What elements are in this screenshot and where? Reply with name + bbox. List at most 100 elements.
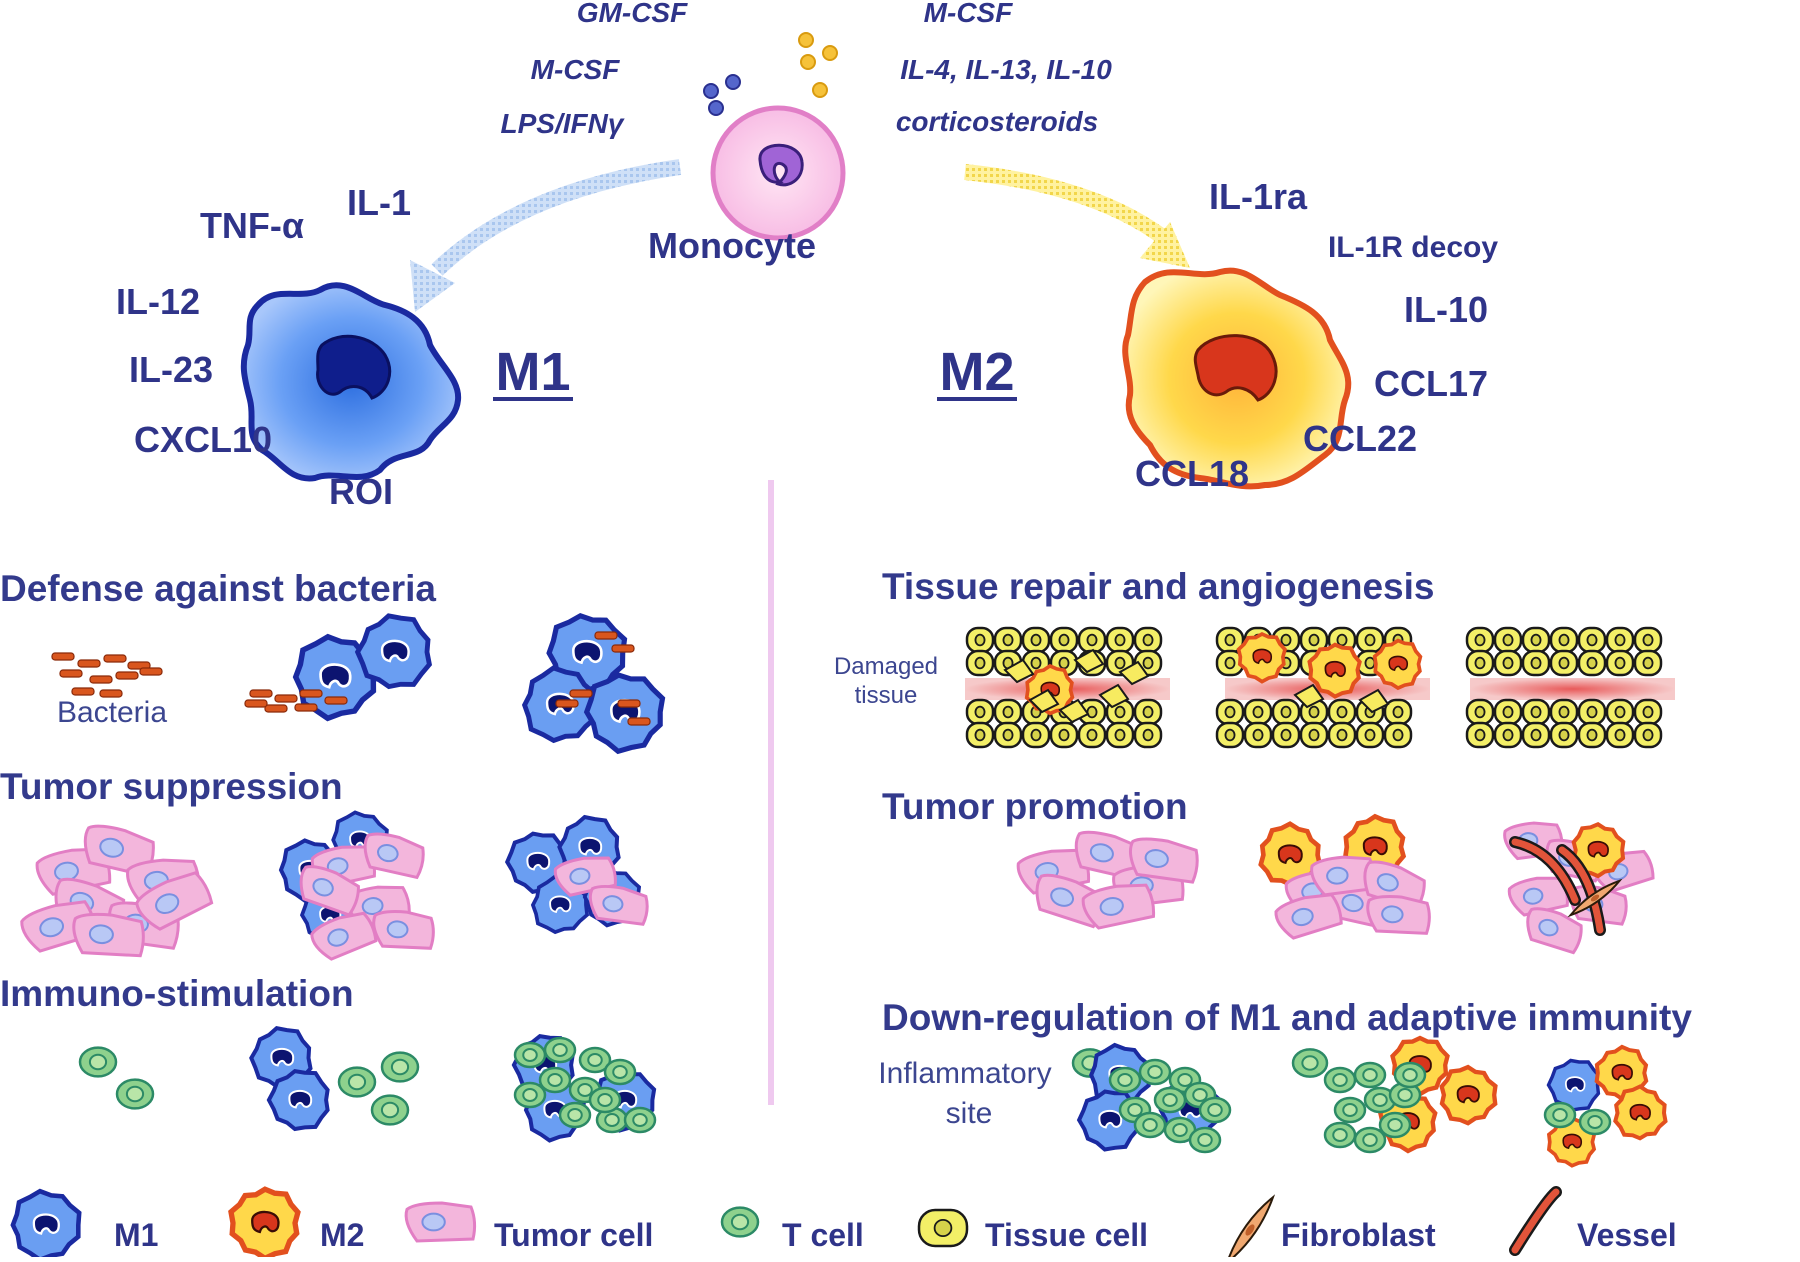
tissue-cell	[993, 721, 1023, 749]
m2-cell	[1307, 642, 1362, 699]
m1-label: M1	[495, 342, 570, 402]
tissue-cell	[1493, 698, 1523, 726]
tissue-cell	[1049, 721, 1079, 749]
tumor-cell	[1366, 894, 1431, 935]
down-regulation-illustrations	[1071, 1035, 1668, 1168]
legend-tumor-cell-icon	[404, 1201, 477, 1243]
bacterium	[115, 671, 139, 680]
t-cell	[1108, 1066, 1142, 1094]
m2-cell	[1613, 1084, 1668, 1141]
m1-cell	[1546, 1058, 1601, 1113]
tissue-cell	[1605, 626, 1635, 654]
m2-label: M2	[939, 342, 1014, 402]
cell-debris	[1003, 658, 1035, 684]
tumor-cell	[299, 865, 360, 917]
bacterium	[324, 696, 348, 705]
tumor-suppression-illustrations	[20, 810, 649, 961]
tissue-cell	[965, 626, 995, 654]
bacterium	[611, 644, 635, 653]
m2-stimulus-3: corticosteroids	[896, 106, 1098, 137]
tumor-cell	[1074, 830, 1144, 882]
inflammatory-site-label-1: Inflammatory	[878, 1057, 1051, 1090]
tumor-cell	[1128, 837, 1199, 884]
legend-t-cell-label: T cell	[782, 1217, 864, 1253]
m2-cell	[1372, 638, 1423, 691]
tumor-cell	[1274, 893, 1343, 940]
tissue-cell	[1243, 698, 1273, 726]
m1-cell	[354, 613, 433, 690]
m1-cell	[583, 672, 666, 755]
bacteria-label: Bacteria	[57, 696, 167, 729]
t-cell	[558, 1101, 592, 1129]
bacterium	[99, 689, 123, 698]
tissue-cell	[1215, 698, 1245, 726]
bacterium	[299, 689, 323, 698]
tissue-cell	[1133, 626, 1163, 654]
tumor-promotion-illustrations	[1016, 813, 1655, 955]
t-cell	[78, 1046, 118, 1078]
t-cell	[1323, 1121, 1357, 1149]
m2-marker-il1ra: IL-1ra	[1209, 176, 1308, 217]
tissue-cell	[1521, 721, 1551, 749]
tissue-cell	[993, 698, 1023, 726]
bacterium	[274, 694, 298, 703]
legend-fibroblast-icon	[1224, 1194, 1276, 1262]
t-cell	[1138, 1058, 1172, 1086]
bacterium	[103, 654, 127, 663]
tumor-cell	[1081, 883, 1156, 930]
tissue-cell	[1605, 698, 1635, 726]
tumor-cell	[363, 832, 425, 880]
tissue-cell	[1633, 626, 1663, 654]
t-cell	[370, 1094, 410, 1126]
tissue-cell	[1493, 721, 1523, 749]
t-cell	[543, 1036, 577, 1064]
m1-stimulus-2: M-CSF	[531, 54, 621, 85]
bacterium	[294, 703, 318, 712]
t-cell	[1188, 1126, 1222, 1154]
bacterium	[77, 659, 101, 668]
tissue-cell	[1327, 721, 1357, 749]
t-cell	[538, 1066, 572, 1094]
illustration-layer	[20, 612, 1675, 1168]
m1-marker-il12: IL-12	[116, 281, 200, 322]
tissue-cell	[993, 626, 1023, 654]
t-cell	[1133, 1111, 1167, 1139]
legend-tissue-cell-icon	[917, 1208, 969, 1248]
tissue-cell	[1133, 698, 1163, 726]
m2-stimulus-2: IL-4, IL-13, IL-10	[900, 54, 1112, 85]
tissue-cell	[1605, 649, 1635, 677]
tissue-cell	[1549, 626, 1579, 654]
t-cell	[513, 1081, 547, 1109]
repaired-vessel-band	[1470, 678, 1675, 700]
t-cell	[578, 1046, 612, 1074]
m2-cell	[1236, 631, 1288, 684]
tissue-cell	[1577, 649, 1607, 677]
heading-tissue-repair: Tissue repair and angiogenesis	[882, 566, 1434, 607]
tissue-cell	[1021, 626, 1051, 654]
legend-tissue-cell-label: Tissue cell	[985, 1217, 1148, 1253]
tumor-cell	[1507, 876, 1569, 917]
bacterium	[249, 689, 273, 698]
t-cell	[1578, 1108, 1612, 1136]
tissue-cell	[1077, 626, 1107, 654]
t-cell	[1163, 1116, 1197, 1144]
tissue-cell	[1355, 626, 1385, 654]
heading-defense-against-bacteria: Defense against bacteria	[0, 568, 436, 609]
tumor-cell	[72, 912, 145, 958]
fibroblast	[1567, 878, 1623, 918]
m1-marker-il23: IL-23	[129, 349, 213, 390]
legend-m1-icon	[10, 1188, 82, 1262]
tissue-cell	[1577, 626, 1607, 654]
legend-m2-icon	[228, 1186, 301, 1262]
tissue-cell	[1521, 698, 1551, 726]
bacterium	[244, 699, 268, 708]
tissue-cell	[1271, 698, 1301, 726]
tissue-cell	[1577, 698, 1607, 726]
tumor-cell	[1526, 907, 1583, 955]
defense-illustrations	[51, 612, 666, 755]
tissue-cell	[1383, 721, 1413, 749]
bacterium	[71, 687, 95, 696]
t-cell	[1291, 1048, 1329, 1078]
t-cell	[1153, 1086, 1187, 1114]
